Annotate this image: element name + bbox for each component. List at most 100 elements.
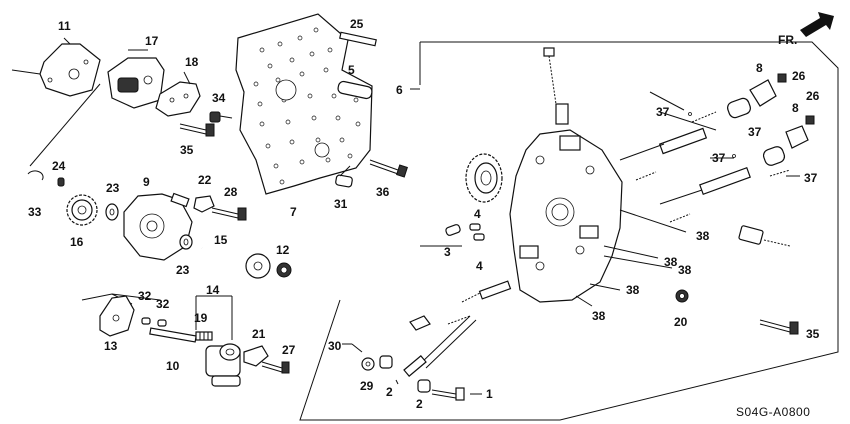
callout-34: 34 — [212, 91, 226, 105]
callout-38c: 38 — [678, 263, 692, 277]
callout-10: 10 — [166, 359, 180, 373]
callout-20: 20 — [674, 315, 688, 329]
bolt-28 — [211, 207, 247, 221]
callout-37a: 37 — [656, 105, 670, 119]
callout-26a: 26 — [792, 69, 806, 83]
bolt-36 — [369, 159, 408, 178]
check-ball-4 — [469, 223, 485, 241]
valve-body-frame — [299, 41, 839, 421]
pin-30 — [351, 343, 363, 353]
callout-17: 17 — [145, 34, 159, 48]
leader-33 — [29, 83, 101, 167]
bolt-1 — [431, 387, 465, 401]
callout-15: 15 — [214, 233, 228, 247]
callout-32b: 32 — [156, 297, 170, 311]
washer-29 — [361, 357, 375, 371]
pump-cover-plate — [11, 43, 101, 97]
callout-33: 33 — [28, 205, 42, 219]
cover-plate-13 — [99, 295, 135, 337]
callout-38a: 38 — [696, 229, 710, 243]
main-valve-body — [509, 129, 623, 303]
callout-2a: 2 — [386, 385, 393, 399]
callout-37c: 37 — [712, 151, 726, 165]
callout-1: 1 — [486, 387, 493, 401]
bracket-21 — [243, 345, 269, 367]
right-upper-valves — [619, 73, 815, 247]
front-arrow-icon — [800, 12, 834, 37]
callout-30: 30 — [328, 339, 342, 353]
oil-pump-body-9 — [123, 192, 193, 261]
callout-35-left: 35 — [180, 143, 194, 157]
callout-3: 3 — [444, 245, 451, 259]
dowel-32b — [157, 319, 167, 327]
gasket-plate-18 — [155, 81, 201, 117]
callout-13: 13 — [104, 339, 118, 353]
bolt-27 — [261, 361, 290, 374]
bolt-35-right — [759, 319, 799, 335]
callout-29: 29 — [360, 379, 374, 393]
callout-36: 36 — [376, 185, 390, 199]
callout-24: 24 — [52, 159, 66, 173]
callout-31: 31 — [334, 197, 348, 211]
callout-8b: 8 — [792, 101, 799, 115]
valve-body-gear — [465, 153, 503, 203]
nut-12 — [276, 262, 292, 278]
leader-lines — [63, 37, 800, 395]
callout-35-right: 35 — [806, 327, 820, 341]
regulator-body-14 — [205, 343, 241, 387]
callout-4b: 4 — [476, 259, 483, 273]
shaft-15 — [201, 246, 271, 279]
callout-37d: 37 — [804, 171, 818, 185]
pin-10 — [149, 327, 197, 343]
callout-37b: 37 — [748, 125, 762, 139]
callout-9: 9 — [143, 175, 150, 189]
dowel-32a — [141, 317, 151, 325]
separator-plate — [235, 13, 373, 195]
callout-19: 19 — [194, 311, 208, 325]
callout-22: 22 — [198, 173, 212, 187]
callout-18: 18 — [185, 55, 199, 69]
direction-label: FR. — [778, 33, 797, 47]
diagram-code: S04G-A0800 — [736, 405, 810, 419]
washer-23b — [179, 234, 193, 250]
callout-12: 12 — [276, 243, 290, 257]
callout-38e: 38 — [592, 309, 606, 323]
callout-labels: 11 17 18 25 5 6 34 35 24 33 9 22 28 23 1… — [28, 17, 820, 411]
callout-26b: 26 — [806, 89, 820, 103]
snap-ring-33 — [27, 170, 44, 181]
callout-28: 28 — [224, 185, 238, 199]
lower-valves — [351, 223, 799, 401]
callout-14: 14 — [206, 283, 220, 297]
pump-body-upper — [107, 57, 165, 109]
callout-7: 7 — [290, 205, 297, 219]
callout-27: 27 — [282, 343, 296, 357]
bolt-34 — [209, 111, 233, 123]
callout-4a: 4 — [474, 207, 481, 221]
filter-3 — [445, 224, 461, 236]
pin-5 — [337, 80, 373, 100]
callout-11: 11 — [58, 19, 71, 33]
dowel-24 — [57, 177, 65, 187]
nut-20 — [675, 289, 689, 303]
gear-16 — [66, 194, 98, 226]
top-valve-spring — [543, 47, 569, 125]
callout-32a: 32 — [138, 289, 152, 303]
callout-8a: 8 — [756, 61, 763, 75]
bracket-22 — [193, 195, 215, 213]
callout-2b: 2 — [416, 397, 423, 411]
clip-19 — [195, 331, 213, 341]
callout-23b: 23 — [176, 263, 190, 277]
pin-25 — [339, 31, 377, 47]
callout-6: 6 — [396, 83, 403, 97]
callout-21: 21 — [252, 327, 266, 341]
pin-31 — [335, 174, 353, 188]
callout-38d: 38 — [626, 283, 640, 297]
callout-23a: 23 — [106, 181, 120, 195]
callout-25: 25 — [350, 17, 364, 31]
callout-38b: 38 — [664, 255, 678, 269]
front-direction-indicator: FR. — [778, 12, 834, 47]
callout-16: 16 — [70, 235, 84, 249]
washer-23a — [105, 203, 119, 221]
bolt-35-left — [179, 123, 215, 137]
